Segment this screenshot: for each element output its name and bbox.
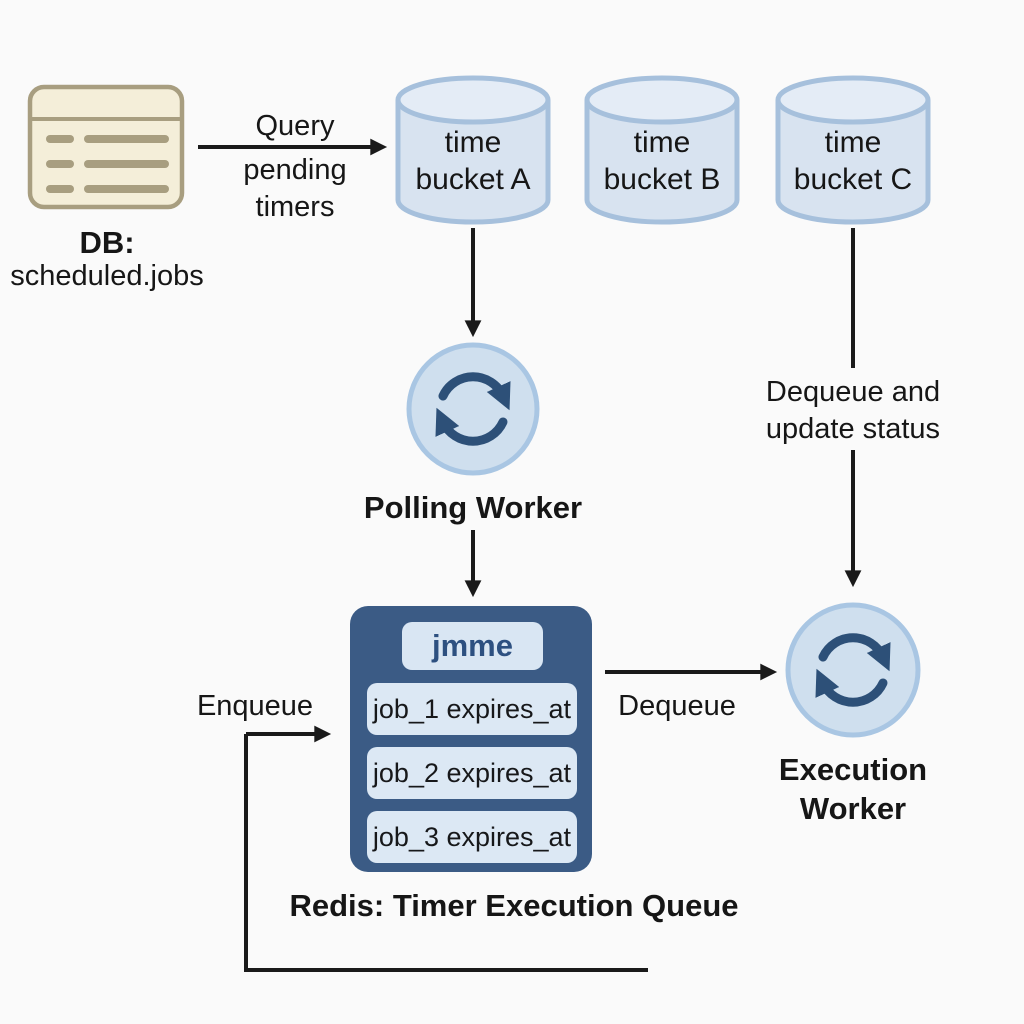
enqueue-loop-line — [244, 734, 648, 972]
execution-worker-label: Execution Worker — [778, 752, 928, 826]
polling-worker-label: Polling Worker — [363, 490, 583, 525]
redis-queue-box: jmme job_1 expires_at job_2 expires_at j… — [350, 606, 592, 872]
queue-item-job-3: job_3 expires_at — [367, 811, 577, 863]
query-arrow-label-top: Query — [255, 110, 335, 142]
sync-icon — [815, 633, 891, 707]
time-bucket-c-label: time bucket C — [793, 126, 913, 196]
time-bucket-a-cylinder-icon — [395, 75, 551, 225]
query-arrow-label-bottom: pending timers — [243, 154, 347, 223]
sync-icon — [435, 372, 511, 446]
time-bucket-b-cylinder-icon — [584, 75, 740, 225]
time-bucket-b-label: time bucket B — [603, 126, 721, 196]
time-bucket-c-cylinder-icon — [775, 75, 931, 225]
time-bucket-a-label: time bucket A — [415, 126, 531, 196]
execution-worker-circle — [785, 602, 921, 738]
enqueue-label: Enqueue — [196, 690, 314, 722]
db-table-icon — [27, 84, 185, 210]
queue-item-job-2: job_2 expires_at — [367, 747, 577, 799]
db-title-label: DB: — [79, 225, 135, 260]
dequeue-label: Dequeue — [618, 690, 736, 722]
redis-queue-header-pill: jmme — [402, 622, 543, 670]
dequeue-update-status-label: Dequeue and update status — [765, 376, 941, 445]
db-subtitle-label: scheduled.jobs — [10, 260, 204, 292]
redis-queue-caption: Redis: Timer Execution Queue — [289, 888, 739, 923]
polling-worker-circle — [406, 342, 540, 476]
queue-item-job-1: job_1 expires_at — [367, 683, 577, 735]
